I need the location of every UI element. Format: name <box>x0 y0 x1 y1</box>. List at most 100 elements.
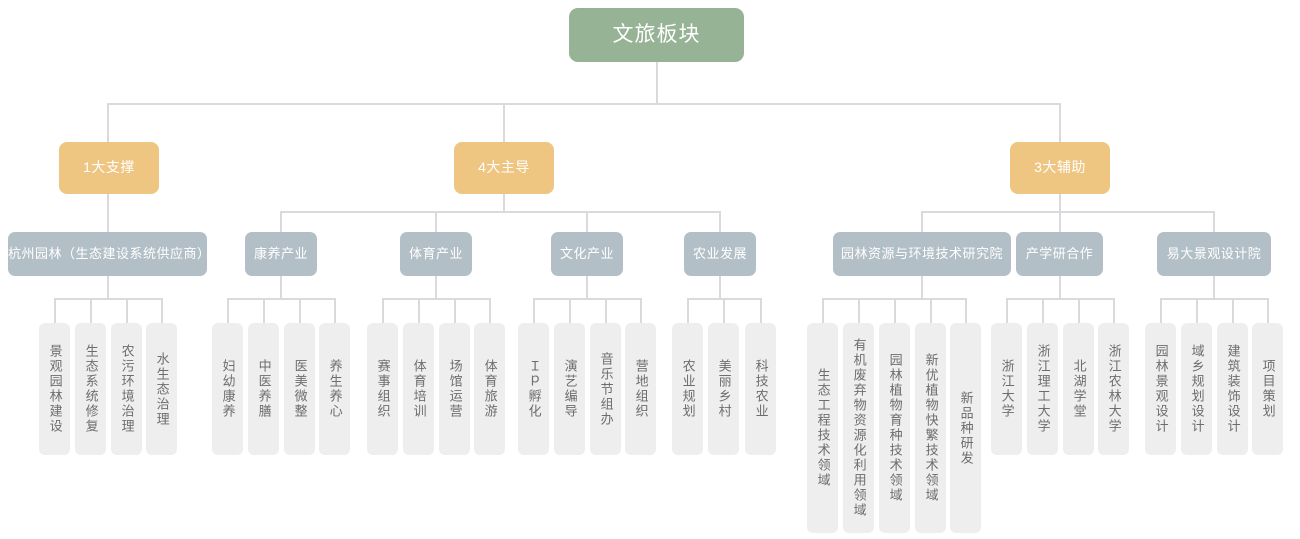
connector-g4-bus <box>534 298 642 300</box>
leaf-node[interactable]: 演艺编导 <box>554 323 585 455</box>
leaf-label: 园林景观设计 <box>1153 344 1169 434</box>
node-level3-6-label: 园林资源与环境技术研究院 <box>840 245 1003 261</box>
node-level2-1-label: 1大支撑 <box>83 159 135 176</box>
node-level3-hangzhou-gardens[interactable]: 杭州园林（生态建设系统供应商） <box>8 232 210 276</box>
node-level3-industry-academia-cooperation[interactable]: 产学研合作 <box>1016 232 1103 276</box>
connector-l2b-bus <box>281 211 721 213</box>
leaf-node[interactable]: 农业规划 <box>672 323 703 455</box>
node-level3-8-label: 易大景观设计院 <box>1166 245 1262 261</box>
connector-g3-drop-2 <box>418 298 420 323</box>
leaf-label: 新品种研发 <box>958 390 974 466</box>
leaf-label: 中医养膳 <box>256 359 272 419</box>
leaf-label: 景观园林建设 <box>47 344 63 434</box>
node-level3-yida-landscape-design[interactable]: 易大景观设计院 <box>1157 232 1271 276</box>
leaf-node[interactable]: 新优植物快繁技术领域 <box>915 323 946 533</box>
connector-g8-drop-1 <box>1160 298 1162 323</box>
leaf-label: 音乐节组办 <box>598 351 614 427</box>
connector-g6-drop-4 <box>930 298 932 323</box>
connector-l2c-drop-2 <box>1059 211 1061 232</box>
node-level3-health-industry[interactable]: 康养产业 <box>245 232 317 276</box>
connector-g4-drop-2 <box>569 298 571 323</box>
leaf-node[interactable]: 水生态治理 <box>146 323 177 455</box>
leaf-label: 北湖学堂 <box>1071 359 1087 419</box>
connector-level2-drop-2 <box>503 103 505 142</box>
connector-g7-drop-2 <box>1042 298 1044 323</box>
node-level3-4-label: 文化产业 <box>559 245 614 261</box>
connector-g2-bus <box>228 298 336 300</box>
connector-g2-drop-4 <box>334 298 336 323</box>
leaf-node[interactable]: 医美微整 <box>284 323 315 455</box>
leaf-label: 域乡规划设计 <box>1189 344 1205 434</box>
leaf-node[interactable]: Ｉｐ孵化 <box>518 323 549 455</box>
connector-g8-drop-3 <box>1232 298 1234 323</box>
leaf-node[interactable]: 养生养心 <box>319 323 350 455</box>
connector-g8-bus <box>1161 298 1269 300</box>
connector-l2c-stem <box>1059 194 1061 212</box>
connector-g4-drop-1 <box>533 298 535 323</box>
leaf-label: 美丽乡村 <box>716 359 732 419</box>
leaf-node[interactable]: 生态工程技术领域 <box>807 323 838 533</box>
leaf-label: 妇幼康养 <box>220 359 236 419</box>
node-level3-sports-industry[interactable]: 体育产业 <box>400 232 472 276</box>
connector-g6-stem <box>921 276 923 299</box>
node-level2-3-auxiliary[interactable]: 3大辅助 <box>1010 142 1110 194</box>
node-level3-garden-research-institute[interactable]: 园林资源与环境技术研究院 <box>833 232 1011 276</box>
node-level3-7-label: 产学研合作 <box>1025 245 1094 261</box>
leaf-node[interactable]: 建筑装饰设计 <box>1217 323 1248 455</box>
node-level2-3-label: 3大辅助 <box>1034 159 1086 176</box>
connector-g1-drop-3 <box>126 298 128 323</box>
connector-l2a-stem <box>107 194 109 232</box>
connector-g6-drop-2 <box>858 298 860 323</box>
leaf-label: 营地组织 <box>633 359 649 419</box>
leaf-node[interactable]: 景观园林建设 <box>39 323 70 455</box>
leaf-node[interactable]: 项目策划 <box>1252 323 1283 455</box>
leaf-node[interactable]: 园林植物育种技术领域 <box>879 323 910 533</box>
leaf-node[interactable]: 音乐节组办 <box>590 323 621 455</box>
connector-g2-drop-1 <box>227 298 229 323</box>
node-level2-1-support[interactable]: 1大支撑 <box>59 142 159 194</box>
leaf-node[interactable]: 中医养膳 <box>248 323 279 455</box>
leaf-node[interactable]: 场馆运营 <box>439 323 470 455</box>
connector-g2-drop-3 <box>299 298 301 323</box>
leaf-node[interactable]: 浙江理工大学 <box>1027 323 1058 455</box>
leaf-node[interactable]: 美丽乡村 <box>708 323 739 455</box>
connector-l2c-drop-3 <box>1213 211 1215 232</box>
leaf-node[interactable]: 有机废弃物资源化利用领域 <box>843 323 874 533</box>
leaf-node[interactable]: 营地组织 <box>625 323 656 455</box>
connector-g5-drop-3 <box>760 298 762 323</box>
connector-g7-drop-4 <box>1113 298 1115 323</box>
connector-g1-stem <box>107 276 109 299</box>
node-root[interactable]: 文旅板块 <box>569 8 744 62</box>
leaf-label: 农污环境治理 <box>119 344 135 434</box>
leaf-label: 生态工程技术领域 <box>815 368 831 488</box>
connector-g5-drop-1 <box>687 298 689 323</box>
leaf-node[interactable]: 生态系统修复 <box>75 323 106 455</box>
leaf-node[interactable]: 体育培训 <box>403 323 434 455</box>
leaf-label: 赛事组织 <box>375 359 391 419</box>
leaf-node[interactable]: 新品种研发 <box>950 323 981 533</box>
leaf-node[interactable]: 赛事组织 <box>367 323 398 455</box>
leaf-label: 生态系统修复 <box>83 344 99 434</box>
connector-g1-bus <box>55 298 163 300</box>
connector-g5-stem <box>719 276 721 299</box>
leaf-node[interactable]: 科技农业 <box>745 323 776 455</box>
leaf-node[interactable]: 域乡规划设计 <box>1181 323 1212 455</box>
node-level3-agriculture-development[interactable]: 农业发展 <box>684 232 756 276</box>
connector-g3-drop-4 <box>489 298 491 323</box>
node-level3-5-label: 农业发展 <box>692 245 747 261</box>
leaf-node[interactable]: 浙江农林大学 <box>1098 323 1129 455</box>
leaf-node[interactable]: 妇幼康养 <box>212 323 243 455</box>
leaf-node[interactable]: 体育旅游 <box>474 323 505 455</box>
leaf-label: 项目策划 <box>1260 359 1276 419</box>
leaf-node[interactable]: 浙江大学 <box>991 323 1022 455</box>
connector-level2-bus <box>108 103 1060 105</box>
leaf-node[interactable]: 北湖学堂 <box>1063 323 1094 455</box>
leaf-node[interactable]: 园林景观设计 <box>1145 323 1176 455</box>
leaf-node[interactable]: 农污环境治理 <box>111 323 142 455</box>
node-level3-culture-industry[interactable]: 文化产业 <box>551 232 623 276</box>
connector-l2c-bus <box>922 211 1214 213</box>
node-level2-2-leading[interactable]: 4大主导 <box>454 142 554 194</box>
leaf-label: 演艺编导 <box>562 359 578 419</box>
connector-level2-drop-1 <box>107 103 109 142</box>
connector-g3-stem <box>435 276 437 299</box>
